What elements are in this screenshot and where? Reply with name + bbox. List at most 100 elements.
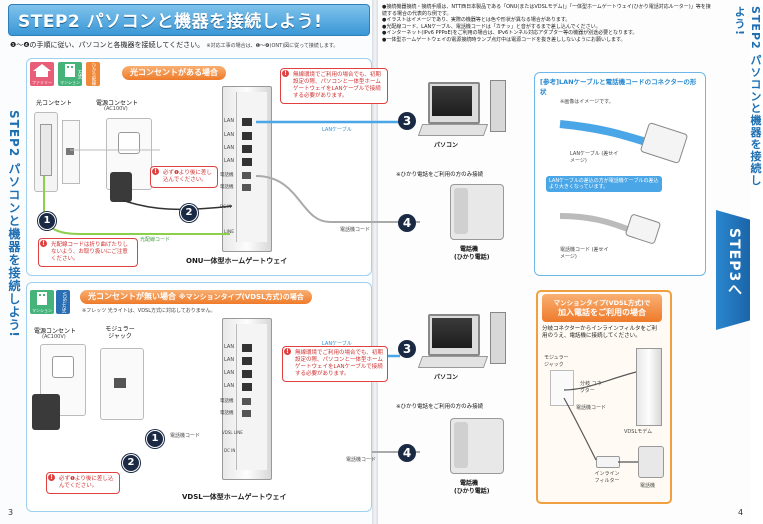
- tag-mansion-2: マンション: [32, 308, 52, 313]
- vdsl-port-line: VDSL LINE: [222, 430, 243, 435]
- phone-only-note-2: ※ひかり電話をご利用の方のみ接続: [396, 404, 484, 410]
- port-lan-2: LAN: [224, 132, 235, 138]
- power-outlet-label: 電源コンセント: [96, 100, 139, 107]
- section1-heading: 光コンセントがある場合: [122, 66, 226, 80]
- notes-list: ●接続機器接続・接続手順は、NTT西日本製品である「ONU(またはVDSLモデム…: [382, 4, 712, 44]
- callout-plug-order-1: 必ず❶より後に差し込んでください。: [150, 166, 218, 188]
- vdsl-phone-port-1: [242, 398, 251, 405]
- tag-mansion: マンション: [60, 80, 80, 85]
- phone-connector-label: 電話機コード (差せイメージ): [560, 247, 609, 260]
- power-socket-2: [52, 356, 74, 378]
- note-item-4: ●インターネット(IPv6 PPPoE)をご利用の場合は、IPv6トンネル対応ア…: [382, 30, 638, 37]
- phone-label-1: 電話機: [460, 246, 479, 253]
- pc-tower-1: [490, 80, 506, 132]
- port-lan-3: LAN: [224, 145, 235, 151]
- mansion-box-title: マンションタイプ(VDSL方式)で: [553, 299, 651, 307]
- section2-heading-main: 光コンセントが無い場合: [88, 292, 176, 301]
- power-outlet-label-2: 電源コンセント: [34, 328, 77, 335]
- lan-cable-label-1: LANケーブル: [322, 127, 352, 133]
- mansion-box-desc: 分岐コネクターからインラインフィルタをご利用のうえ、電話機に接続してください。: [542, 326, 658, 339]
- lan-port-2: [242, 132, 252, 140]
- phone-handset-1: [454, 188, 468, 234]
- onu-device-name: ONU一体型ホームゲートウェイ: [186, 257, 288, 265]
- callout-plug-order-2: 必ず❶より後に差し込んでください。: [46, 472, 120, 494]
- mansion-inline-filter-label: インライン フィルター: [594, 471, 620, 484]
- lan-port-3: [242, 145, 252, 153]
- hikari-outlet-label: 光コンセント: [36, 100, 73, 107]
- right-page-number: 4: [738, 508, 744, 517]
- section2-heading: 光コンセントが無い場合 ※マンションタイプ(VDSL方式)の場合: [80, 290, 312, 304]
- phone-handset-2: [454, 422, 468, 468]
- pc-keyboard-2: [417, 356, 489, 368]
- step-number-3: 3: [398, 112, 416, 130]
- warning-icon: !: [282, 70, 289, 77]
- step-number-2: 2: [180, 204, 198, 222]
- pc-keyboard-1: [417, 124, 489, 136]
- warning-icon: !: [152, 168, 159, 175]
- warning-icon: !: [48, 474, 55, 481]
- warning-icon: !: [284, 348, 291, 355]
- pc-screen-2: [432, 318, 472, 348]
- ac-adapter-2: [32, 394, 60, 430]
- onu-port-panel: [236, 92, 267, 242]
- warning-icon: !: [40, 240, 47, 247]
- mansion-phone-device: [638, 446, 664, 478]
- right-vertical-title: STEP2 パソコンと機器を接続しよう!: [733, 6, 762, 187]
- mansion-phone-cord: 電話機コード: [576, 405, 607, 411]
- port-lan-4: LAN: [224, 158, 235, 164]
- connector-illustration: [559, 120, 688, 244]
- pc-screen-1: [432, 86, 472, 116]
- mansion-splitter: 分岐 コネクター: [580, 381, 602, 394]
- phone-only-note-1: ※ひかり電話をご利用の方のみ接続: [396, 172, 484, 178]
- vdsl-phone-port-2: [242, 410, 251, 417]
- section2-heading-sub: ※マンションタイプ(VDSL方式)の場合: [178, 293, 304, 301]
- step-number-1: 1: [38, 212, 56, 230]
- vdsl-port-phone-1: 電話機: [220, 399, 234, 404]
- mansion-phone-label: 電話機: [640, 483, 656, 489]
- mansion-box-title2: 加入電話をご利用の場合: [558, 308, 646, 317]
- reference-title: [参考]LANケーブルと電話機コードのコネクターの形状: [540, 78, 697, 96]
- power-outlet-sub-2: (AC100V): [42, 334, 66, 340]
- port-phone-2: 電話機: [220, 185, 234, 190]
- phone-label-2: 電話機: [460, 480, 479, 487]
- step-number-2-vdsl: 2: [122, 454, 140, 472]
- port-phone-1: 電話機: [220, 173, 234, 178]
- note-item-5: ●一体型ホームゲートウェイの電源接続時ランプ点灯中は電源コードを抜き差ししないよ…: [382, 36, 626, 43]
- vdsl-port-lan-2: LAN: [224, 357, 235, 363]
- reference-image-note: ※画像はイメージです。: [560, 99, 614, 105]
- page-title: STEP2 パソコンと機器を接続しよう!: [18, 12, 323, 32]
- mansion-vdsl-modem-label: VDSLモデム: [624, 429, 653, 435]
- intro-main: ❶〜❹の手順に従い、パソコンと各機器を接続してください。: [10, 41, 205, 49]
- phone-sub-label-1: (ひかり電話): [454, 254, 490, 261]
- step-number-1-vdsl: 1: [146, 430, 164, 448]
- pc-label-2: パソコン: [434, 374, 459, 381]
- vdsl-lan-port-1: [242, 344, 252, 352]
- vdsl-port-lan-1: LAN: [224, 344, 235, 350]
- modular-jack-port: [114, 378, 126, 388]
- step3-label: STEP3へ: [726, 228, 742, 298]
- pc-label-1: パソコン: [434, 142, 459, 149]
- phone-cord-label-3: 電話機コード: [346, 457, 377, 463]
- hikari-outlet-port: [40, 124, 52, 176]
- phone-port-1: [242, 172, 251, 179]
- vdsl-port-phone-2: 電話機: [220, 411, 234, 416]
- mansion-box-header: [542, 294, 662, 322]
- callout-fiber-care: 光配線コードは折り曲げたりしないよう、お取り扱いにご注意ください。: [38, 238, 138, 267]
- left-page-number: 3: [8, 508, 14, 517]
- tag-hikari-type: ひかり配線方式: [77, 62, 100, 86]
- callout-lan-init-1: 無線環境でご利用の場合でも、初期設定の際、パソコンと一体型ホームゲートウェイをL…: [280, 68, 388, 104]
- step2-title-bar: [8, 4, 370, 36]
- vdsl-port-dc-in: DC IN: [224, 448, 236, 453]
- pc-tower-2: [490, 312, 506, 364]
- step-number-4: 4: [398, 214, 416, 232]
- left-vertical-title: STEP2 パソコンと機器を接続しよう!: [7, 110, 21, 338]
- page-gutter: [372, 0, 378, 524]
- callout-lan-init-2: 無線環境でご利用の場合でも、初期設定の際、パソコンと一体型ホームゲートウェイをL…: [282, 346, 388, 382]
- step3-arrow[interactable]: [716, 210, 750, 330]
- lan-cable-label-2: LANケーブル: [322, 341, 352, 347]
- lan-jack-port: [66, 148, 74, 155]
- vdsl-port-lan-3: LAN: [224, 370, 235, 376]
- tag-family: ファミリー: [32, 80, 52, 85]
- step-number-4-vdsl: 4: [398, 444, 416, 462]
- fiber-cord-label: 光配線コード: [140, 237, 171, 243]
